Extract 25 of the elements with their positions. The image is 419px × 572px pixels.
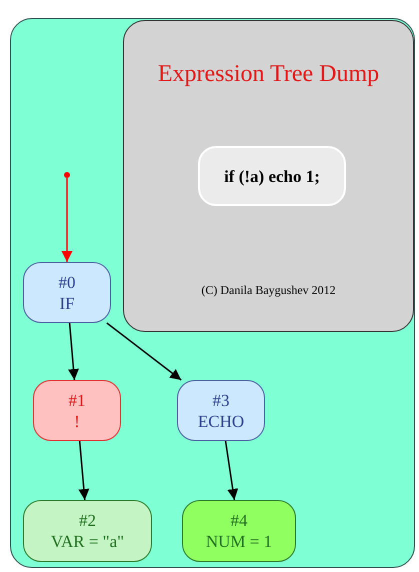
node-index: #2 bbox=[79, 510, 96, 531]
arrow bbox=[106, 322, 182, 381]
node-index: #4 bbox=[230, 510, 248, 531]
tree-node bbox=[182, 500, 296, 562]
node-label: VAR = "a" bbox=[50, 531, 124, 552]
node-label: IF bbox=[59, 292, 75, 314]
node-index: #3 bbox=[212, 390, 230, 410]
code-box bbox=[198, 146, 346, 206]
arrow bbox=[62, 178, 72, 262]
panel-title: Expression Tree Dump bbox=[156, 60, 380, 89]
node-label: ECHO bbox=[198, 410, 244, 432]
dump-panel bbox=[123, 20, 414, 332]
copyright-note: (C) Danila Baygushev 2012 bbox=[200, 283, 337, 298]
tree-node bbox=[177, 380, 265, 441]
arrow bbox=[68, 322, 79, 380]
tree-node bbox=[23, 500, 152, 562]
node-index: #0 bbox=[58, 272, 76, 292]
arrow bbox=[224, 440, 238, 500]
node-label: ! bbox=[74, 410, 80, 432]
tree-node bbox=[23, 262, 111, 323]
arrow bbox=[78, 440, 90, 500]
node-index: #1 bbox=[68, 390, 86, 410]
node-label: NUM = 1 bbox=[206, 531, 272, 552]
code-text: if (!a) echo 1; bbox=[224, 166, 320, 186]
tree-node bbox=[33, 380, 121, 441]
